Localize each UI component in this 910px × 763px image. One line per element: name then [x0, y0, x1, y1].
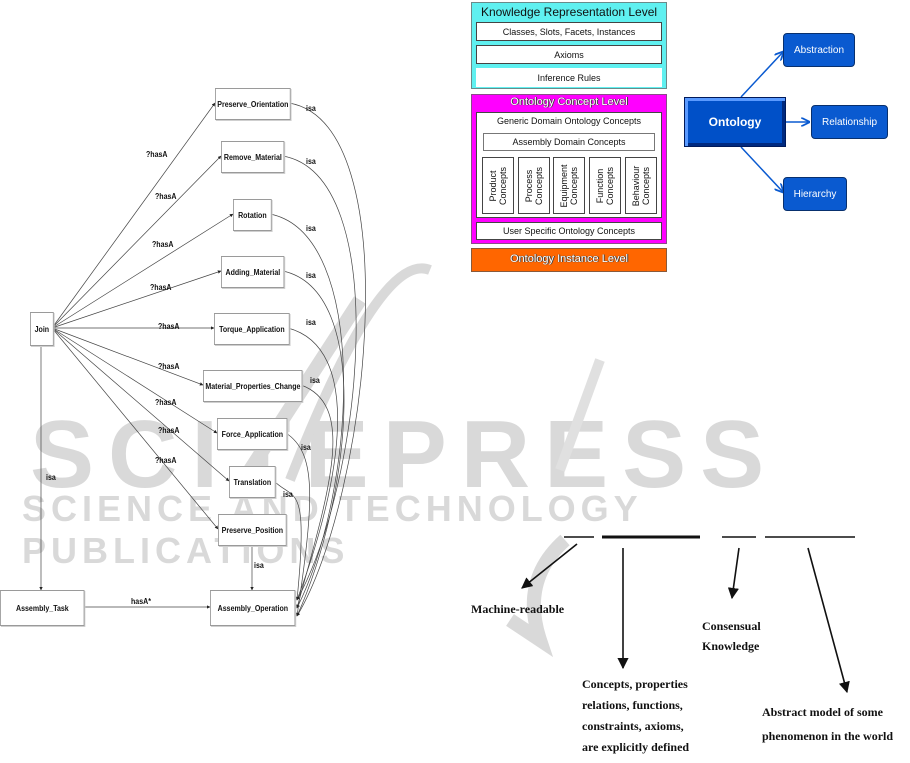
ontology-child-hierarchy: Hierarchy [783, 177, 847, 211]
edge-label-preserve-position-to-assembly-operation: isa [254, 561, 264, 570]
watermark-title: SCITEPRESS [30, 401, 779, 508]
ontology-instance-title: Ontology Instance Level [509, 253, 629, 265]
watermark-subtitle: SCIENCE AND TECHNOLOGY PUBLICATIONS [22, 488, 643, 571]
edge-label-join-to-preserve-position: ?hasA [155, 456, 177, 465]
edge-label-force-application-to-assembly-operation: isa [301, 443, 311, 452]
annotation-consensual-knowledge: Consensual Knowledge [702, 619, 761, 653]
graph-node-remove-material: Remove_Material [221, 141, 285, 173]
kr-item-axioms: Axioms [476, 45, 662, 64]
graph-node-adding-material: Adding_Material [221, 256, 285, 288]
ontology-child-abstraction: Abstraction [783, 33, 855, 67]
watermark-swoosh [285, 263, 432, 482]
edge-label-adding-material-to-assembly-operation: isa [306, 271, 316, 280]
graph-edge-join-to-preserve-position [51, 327, 219, 530]
graph-edge-material-properties-change-to-assembly-operation [296, 384, 334, 609]
edge-label-join-to-rotation: ?hasA [152, 240, 174, 249]
user-specific-box: User Specific Ontology Concepts [476, 222, 662, 240]
edge-label-preserve-orientation-to-assembly-operation: isa [306, 104, 316, 113]
edge-label-join-to-adding-material: ?hasA [150, 283, 172, 292]
graph-edge-join-to-material-properties-change [51, 327, 204, 386]
ontology-edge-abstraction [740, 52, 783, 98]
assembly-domain-box: Assembly Domain Concepts [483, 133, 655, 151]
definition-arrow [727, 547, 740, 600]
generic-domain-label: Generic Domain Ontology Concepts [496, 116, 642, 126]
annotation-machine-readable: Machine-readable [471, 602, 565, 616]
graph-edge-join-to-remove-material [51, 155, 222, 329]
graph-node-material-properties-change: Material_Properties_Change [203, 370, 303, 402]
edge-label-torque-application-to-assembly-operation: isa [306, 318, 316, 327]
graph-edge-join-to-adding-material [51, 270, 222, 329]
watermark-swoosh [506, 534, 570, 658]
graph-edge-join-to-force-application [51, 327, 218, 434]
definition-lines [521, 535, 855, 694]
ontology-root-node: Ontology [684, 97, 786, 147]
graph-edge-force-application-to-assembly-operation [285, 432, 311, 617]
kr-item-classes: Classes, Slots, Facets, Instances [476, 22, 662, 41]
edge-label-rotation-to-assembly-operation: isa [306, 224, 316, 233]
edge-label-join-to-torque-application: ?hasA [158, 322, 180, 331]
knowledge-representation-title: Knowledge Representation Level [480, 5, 658, 19]
edge-label-translation-to-assembly-operation: isa [283, 490, 293, 499]
annotation-explicit-concepts: Concepts, properties relations, function… [582, 677, 690, 754]
graph-edge-join-to-rotation [51, 213, 234, 329]
ontology-child-relationship: Relationship [811, 105, 888, 139]
definition-arrow [807, 547, 850, 694]
graph-node-translation: Translation [229, 466, 276, 498]
graph-node-preserve-position: Preserve_Position [218, 514, 287, 546]
ontology-map-edges [740, 52, 809, 192]
generic-domain-box: Generic Domain Ontology Concepts Assembl… [476, 112, 662, 218]
graph-edge-join-to-preserve-orientation [51, 102, 216, 329]
edge-label-remove-material-to-assembly-operation: isa [306, 157, 316, 166]
graph-node-preserve-orientation: Preserve_Orientation [215, 88, 291, 120]
graph-node-rotation: Rotation [233, 199, 272, 231]
graph-edge-adding-material-to-assembly-operation [282, 270, 345, 617]
ontology-concept-title: Ontology Concept Level [510, 96, 628, 108]
edge-label-join-to-preserve-orientation: ?hasA [146, 150, 168, 159]
edge-label-join-to-force-application: ?hasA [155, 398, 177, 407]
edge-label-join-to-assembly-task: isa [46, 473, 56, 482]
edge-label-assembly-task-to-assembly-operation: hasA* [131, 597, 151, 606]
watermark-swoosh [555, 358, 605, 472]
ontology-concept-level: Ontology Concept Level Generic Domain On… [471, 94, 667, 244]
kr-item-inference-rules: Inference Rules [476, 68, 662, 87]
graph-node-torque-application: Torque_Application [214, 313, 290, 345]
graph-edges [39, 102, 366, 617]
graph-node-assembly-task: Assembly_Task [0, 590, 85, 626]
graph-edge-translation-to-assembly-operation [273, 480, 302, 601]
ontology-instance-level: Ontology Instance Level [471, 248, 667, 272]
graph-node-force-application: Force_Application [217, 418, 288, 450]
graph-edge-join-to-translation [51, 327, 230, 482]
knowledge-representation-level: Knowledge Representation Level Classes, … [471, 2, 667, 89]
edge-label-join-to-translation: ?hasA [158, 426, 180, 435]
annotation-abstract-model: Abstract model of some phenomenon in the… [762, 705, 894, 743]
definition-arrow [521, 543, 578, 589]
edge-label-join-to-material-properties-change: ?hasA [158, 362, 180, 371]
ontology-edge-hierarchy [740, 146, 783, 192]
edge-label-join-to-remove-material: ?hasA [155, 192, 177, 201]
edge-label-material-properties-change-to-assembly-operation: isa [310, 376, 320, 385]
graph-node-join: Join [30, 312, 54, 346]
graph-node-assembly-operation: Assembly_Operation [210, 590, 296, 626]
